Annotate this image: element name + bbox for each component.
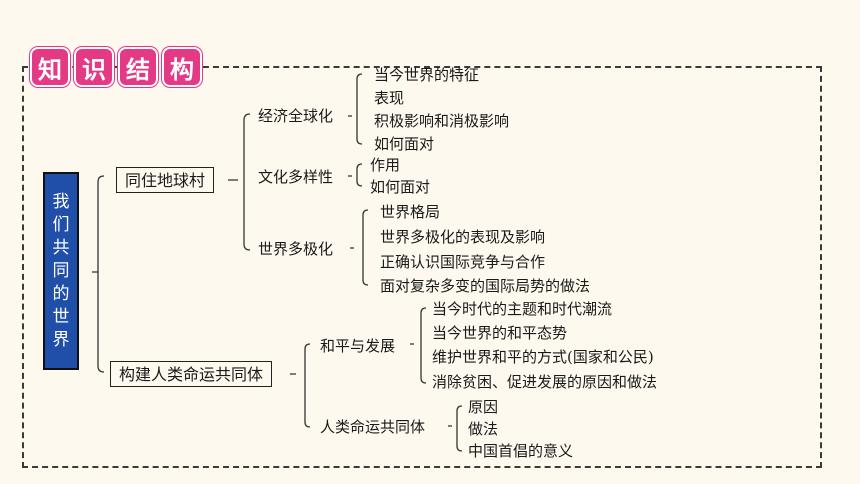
g2-bracket: [348, 163, 363, 187]
b1-bracket: [228, 113, 251, 251]
root-char: 共: [52, 237, 70, 258]
group-community: 人类命运共同体: [320, 418, 426, 436]
c-bracket: [448, 405, 463, 452]
group-economic-globalization: 经济全球化: [258, 107, 334, 125]
g1-bracket: [348, 73, 363, 145]
leaf-item: 世界多极化的表现及影响: [380, 228, 546, 246]
title-badge: 构: [162, 47, 202, 87]
leaf-item: 当今世界的和平态势: [432, 324, 568, 342]
leaf-item: 维护世界和平的方式(国家和公民): [432, 348, 654, 366]
root-char: 的: [52, 283, 70, 304]
leaf-item: 当今世界的特征: [374, 66, 480, 84]
leaf-item: 做法: [468, 420, 499, 438]
p-bracket: [410, 307, 427, 384]
section-title: 知 识 结 构: [30, 47, 202, 87]
root-char: 界: [52, 329, 70, 350]
group-cultural-diversity: 文化多样性: [258, 168, 334, 186]
b2-bracket: [290, 343, 311, 428]
leaf-item: 积极影响和消极影响: [374, 112, 510, 130]
title-badge: 结: [118, 47, 158, 87]
root-bracket: [92, 175, 105, 373]
root-char: 们: [52, 214, 70, 235]
leaf-item: 面对复杂多变的国际局势的做法: [380, 277, 591, 295]
root-node: 我 们 共 同 的 世 界: [43, 172, 79, 370]
root-char: 同: [52, 260, 70, 281]
group-multipolarity: 世界多极化: [258, 240, 334, 258]
leaf-item: 中国首倡的意义: [468, 442, 574, 460]
leaf-item: 消除贫困、促进发展的原因和做法: [432, 373, 658, 391]
leaf-item: 作用: [370, 156, 401, 174]
leaf-item: 如何面对: [370, 178, 431, 196]
knowledge-frame: [22, 66, 822, 468]
group-peace-development: 和平与发展: [320, 337, 396, 355]
title-badge: 识: [74, 47, 114, 87]
branch-global-village: 同住地球村: [116, 167, 215, 193]
branch-community-shared-future: 构建人类命运共同体: [110, 361, 273, 387]
title-badge: 知: [30, 47, 70, 87]
leaf-item: 如何面对: [374, 135, 435, 153]
leaf-item: 当今时代的主题和时代潮流: [432, 300, 613, 318]
leaf-item: 原因: [468, 398, 499, 416]
g3-bracket: [350, 209, 369, 286]
leaf-item: 世界格局: [380, 203, 441, 221]
root-char: 世: [52, 306, 70, 327]
root-char: 我: [52, 191, 70, 212]
leaf-item: 正确认识国际竞争与合作: [380, 253, 546, 271]
leaf-item: 表现: [374, 89, 405, 107]
